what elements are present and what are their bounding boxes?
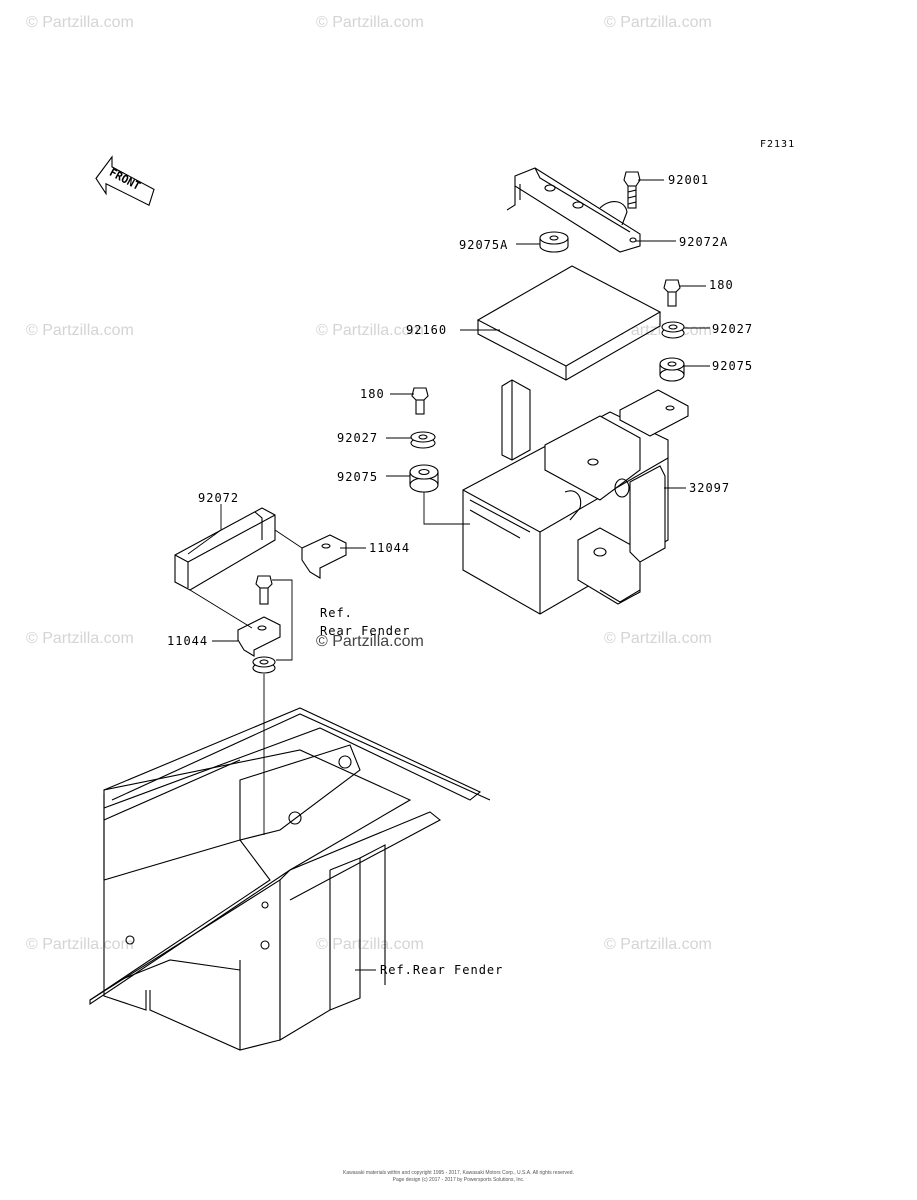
nut-lower — [252, 656, 276, 674]
diagram-code: F2131 — [760, 139, 796, 150]
watermark: © Partzilla.com — [26, 630, 134, 647]
callout-92075-left[interactable]: 92075 — [337, 470, 379, 484]
callout-180-left[interactable]: 180 — [360, 387, 385, 401]
watermark: © Partzilla.com — [604, 630, 712, 647]
callout-92027-right[interactable]: 92027 — [712, 322, 754, 336]
watermark: © Partzilla.com — [316, 633, 424, 650]
bracket-11044-upper — [301, 534, 347, 579]
bracket-11044-lower — [237, 616, 281, 657]
callout-11044-upper[interactable]: 11044 — [369, 541, 411, 555]
grommet-92075-left — [409, 464, 439, 493]
callout-92075A[interactable]: 92075A — [459, 238, 509, 252]
ref-rear-fender-line1: Ref. — [320, 606, 353, 620]
ref-rear-fender-line2: Rear Fender — [320, 624, 411, 638]
watermark: © Partzilla.com — [316, 322, 424, 339]
callout-92027-left[interactable]: 92027 — [337, 431, 379, 445]
callout-32097[interactable]: 32097 — [689, 481, 731, 495]
watermark: © Partzilla.com — [604, 936, 712, 953]
watermark: © Partzilla.com — [26, 14, 134, 31]
callout-92001[interactable]: 92001 — [668, 173, 710, 187]
rear-fender — [89, 707, 491, 1051]
front-arrow-icon: FRONT — [95, 155, 155, 206]
battery-pad-92160 — [476, 265, 662, 381]
watermark: © Partzilla.com — [604, 14, 712, 31]
ref-rear-fender-bottom: Ref.Rear Fender — [380, 963, 504, 977]
callout-11044-lower[interactable]: 11044 — [167, 634, 209, 648]
bolt-92001 — [623, 171, 641, 209]
bolt-180-right — [663, 279, 681, 307]
copyright-footer-line1: Kawasaki materials within and copyright … — [343, 1170, 574, 1176]
callout-92072[interactable]: 92072 — [198, 491, 240, 505]
battery-case-32097 — [462, 379, 689, 615]
bolt-180-left — [411, 387, 429, 415]
watermark: © Partzilla.com — [26, 322, 134, 339]
bolt-lower — [255, 575, 273, 605]
callout-180-right[interactable]: 180 — [709, 278, 734, 292]
callout-92160[interactable]: 92160 — [406, 323, 448, 337]
callout-92075-right[interactable]: 92075 — [712, 359, 754, 373]
watermark: © Partzilla.com — [316, 14, 424, 31]
battery-hold-bracket — [506, 167, 641, 253]
watermark: © Partzilla.com — [316, 936, 424, 953]
damper-92075A — [539, 231, 569, 253]
watermark: © Partzilla.com — [26, 936, 134, 953]
battery-strap-92072 — [174, 507, 276, 591]
callout-92072A[interactable]: 92072A — [679, 235, 729, 249]
grommet-92075-right — [659, 357, 685, 382]
copyright-footer-line2: Page design (c) 2017 - 2017 by Powerspor… — [392, 1177, 525, 1183]
collar-92027-right — [661, 321, 685, 339]
collar-92027-left — [410, 431, 436, 449]
leader-lines — [187, 179, 710, 971]
